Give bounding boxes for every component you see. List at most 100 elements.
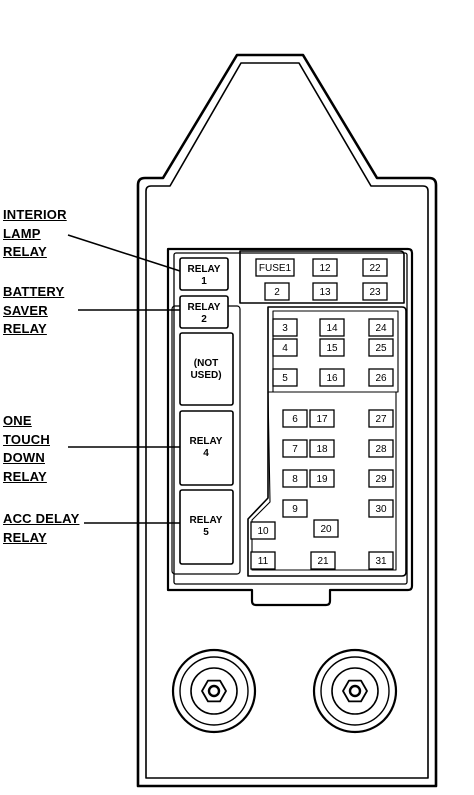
fuse-slot <box>313 519 339 538</box>
fuse-31: 31 <box>368 551 394 570</box>
fuse-11: 11 <box>250 551 276 570</box>
fuse-slot <box>282 499 308 518</box>
fuse-slot <box>368 368 394 387</box>
fuse-slot <box>309 439 335 458</box>
fuse-30: 30 <box>368 499 394 518</box>
fuse-slot <box>309 409 335 428</box>
fuse-slot <box>309 469 335 488</box>
fuse-slot <box>319 338 345 357</box>
relay-2 <box>179 295 229 329</box>
fuse-slot <box>368 551 394 570</box>
fuse-slot <box>368 318 394 337</box>
relay-2-number: 2 <box>201 314 207 325</box>
fuse-label: 21 <box>317 556 329 567</box>
leader-line-interior-lamp <box>67 234 181 272</box>
fuse-label: 7 <box>292 444 298 455</box>
fuse-10: 10 <box>250 521 276 540</box>
fuse-25: 25 <box>368 338 394 357</box>
fuse-slot <box>319 368 345 387</box>
fuse-label: 27 <box>375 414 387 425</box>
fuse-slot <box>282 409 308 428</box>
fuse-label: 23 <box>369 287 381 298</box>
fuse-label: 25 <box>375 343 387 354</box>
fuse-area-upper <box>239 250 405 304</box>
fuse-slot <box>250 551 276 570</box>
fuse-label: 12 <box>319 263 331 274</box>
acc-delay-relay-label: ACC DELAY RELAY <box>3 510 79 547</box>
fuse-label: 5 <box>282 373 288 384</box>
fuse-slot <box>319 318 345 337</box>
fuse-slot <box>368 338 394 357</box>
fuse-label: FUSE1 <box>259 263 292 274</box>
fuse-8: 8 <box>282 469 308 488</box>
callout-line: SAVER <box>3 302 48 318</box>
relay-1 <box>179 257 229 291</box>
fuse-label: 13 <box>319 287 331 298</box>
fuse-label: 2 <box>274 287 280 298</box>
fuse-area-step <box>251 391 397 571</box>
fuse-7: 7 <box>282 439 308 458</box>
fuse-label: 15 <box>326 343 338 354</box>
fuse-label: 6 <box>292 414 298 425</box>
fuse-28: 28 <box>368 439 394 458</box>
callout-line: ACC DELAY <box>3 511 80 526</box>
fuse-16: 16 <box>319 368 345 387</box>
fuse-slot <box>362 282 388 301</box>
callout-line: LAMP <box>3 225 41 241</box>
housing-outline <box>136 53 438 788</box>
callout-line: TOUCH <box>3 431 50 447</box>
callout-line: RELAY <box>3 244 47 259</box>
one-touch-down-relay-label: ONE TOUCH DOWN RELAY <box>3 412 50 486</box>
housing-inner-outline <box>145 62 429 779</box>
fuse-slot <box>282 439 308 458</box>
fuse-area-lower-inner <box>272 310 399 393</box>
fuse-label: 17 <box>316 414 328 425</box>
fuse-slot <box>368 409 394 428</box>
relay-1-label: RELAY <box>188 264 221 275</box>
fuse-23: 23 <box>362 282 388 301</box>
fuse-13: 13 <box>312 282 338 301</box>
fuse-6: 6 <box>282 409 308 428</box>
fuse-21: 21 <box>310 551 336 570</box>
fuse-slot <box>368 439 394 458</box>
fuse-14: 14 <box>319 318 345 337</box>
fuse-label: 3 <box>282 323 288 334</box>
fuse-2: 2 <box>264 282 290 301</box>
fuse-label: 8 <box>292 474 298 485</box>
fuse-block-outline <box>166 247 414 607</box>
fuse-label: 26 <box>375 373 387 384</box>
fuse-slot <box>312 282 338 301</box>
fuse-24: 24 <box>368 318 394 337</box>
fuse-slot <box>272 368 298 387</box>
fuse-5: 5 <box>272 368 298 387</box>
fuse-block-inner-outline <box>173 252 408 585</box>
fuse-label: 22 <box>369 263 381 274</box>
fuse-label: 20 <box>320 524 332 535</box>
callout-line: RELAY <box>3 321 47 336</box>
relay-4-number: 4 <box>203 448 209 459</box>
relay-5 <box>179 489 234 565</box>
relay-not-used-label: USED) <box>190 370 221 381</box>
relay-4 <box>179 410 234 486</box>
fuse-label: 19 <box>316 474 328 485</box>
fuse-4: 4 <box>272 338 298 357</box>
fuse-label: 24 <box>375 323 387 334</box>
fuse-label: 14 <box>326 323 338 334</box>
mounting-bolt-left <box>171 648 257 734</box>
relay-not-used-label: (NOT <box>194 358 218 369</box>
fuse-20: 20 <box>313 519 339 538</box>
fuse-22: 22 <box>362 258 388 277</box>
fuse-26: 26 <box>368 368 394 387</box>
fuse-19: 19 <box>309 469 335 488</box>
fuse-label: 18 <box>316 444 328 455</box>
interior-lamp-relay-label: INTERIOR LAMP RELAY <box>3 206 67 262</box>
fuse-3: 3 <box>272 318 298 337</box>
fuse-label: 4 <box>282 343 288 354</box>
fuse-label: 9 <box>292 504 298 515</box>
relay-2-label: RELAY <box>188 302 221 313</box>
fuse-slot <box>312 258 338 277</box>
fuse-27: 27 <box>368 409 394 428</box>
fuse-label: 29 <box>375 474 387 485</box>
